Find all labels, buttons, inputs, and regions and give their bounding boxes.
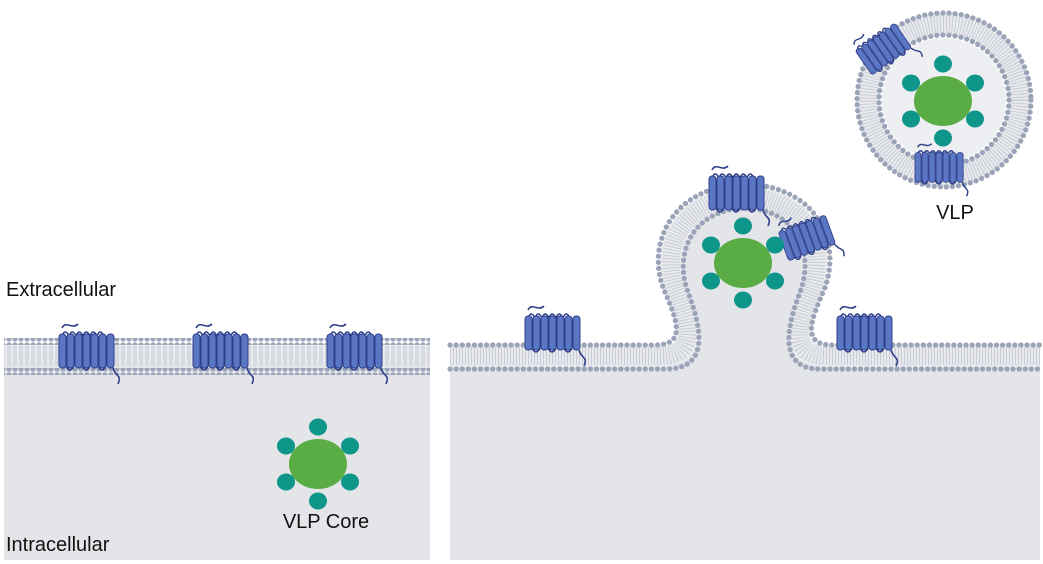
left-panel [4,323,430,560]
right-cytoplasm [450,196,1040,560]
intracellular-label: Intracellular [6,534,110,556]
right-panel [447,10,1043,560]
left-cytoplasm [4,356,430,560]
released-vlp [849,10,1034,197]
extracellular-label: Extracellular [6,279,116,301]
vlp-core-label: VLP Core [283,511,369,533]
vlp-label: VLP [936,202,974,224]
